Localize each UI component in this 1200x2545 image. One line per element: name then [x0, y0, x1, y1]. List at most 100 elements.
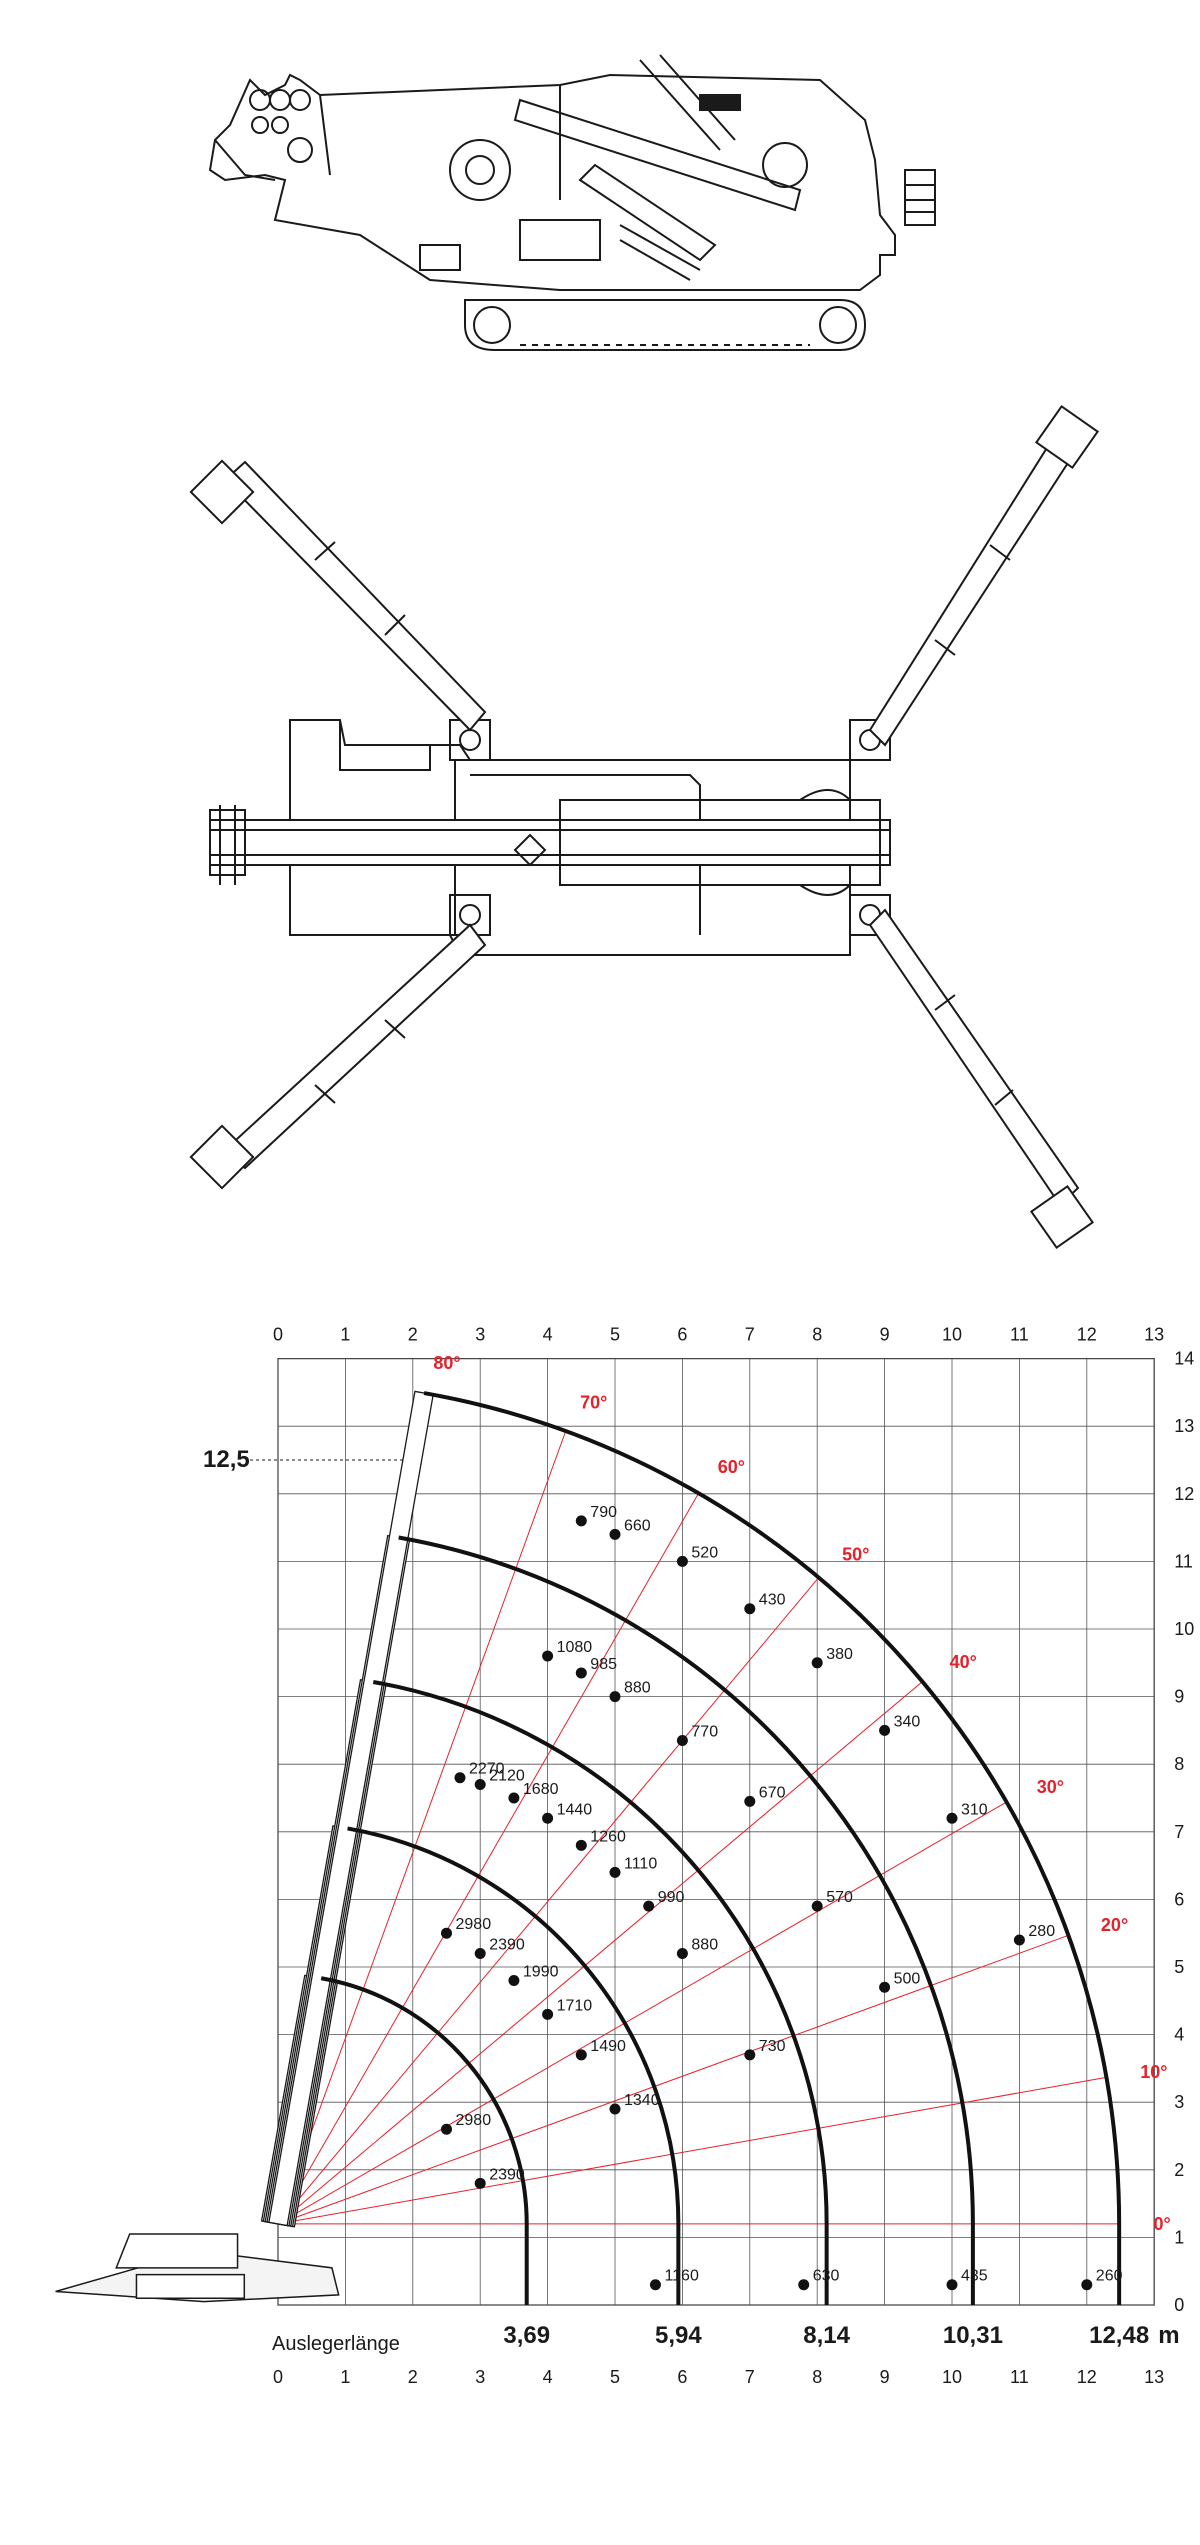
- load-point: [1081, 2279, 1093, 2291]
- load-point: [474, 1947, 486, 1959]
- x-tick-label-bottom: 4: [543, 2367, 553, 2387]
- x-tick-label-bottom: 13: [1144, 2367, 1164, 2387]
- load-value: 380: [826, 1646, 853, 1663]
- load-point: [609, 2103, 621, 2115]
- x-tick-label-top: 0: [273, 1325, 283, 1345]
- load-curve: [372, 1680, 829, 2305]
- load-value: 1160: [664, 2268, 699, 2285]
- x-tick-label-top: 7: [745, 1325, 755, 1345]
- angle-line: [277, 1934, 1069, 2225]
- load-value: 2120: [489, 1767, 525, 1784]
- load-point: [474, 2177, 486, 2189]
- boom-length-label: Auslegerlänge: [272, 2333, 400, 2355]
- load-point: [508, 1792, 520, 1804]
- load-value: 1680: [523, 1781, 559, 1798]
- crane-top-view: [189, 404, 1100, 1250]
- load-value: 670: [759, 1784, 786, 1801]
- angle-label: 70°: [580, 1393, 607, 1413]
- load-value: 1340: [624, 2092, 660, 2109]
- x-tick-label-top: 2: [408, 1325, 418, 1345]
- x-tick-label-top: 8: [812, 1325, 822, 1345]
- x-tick-label-top: 10: [942, 1325, 962, 1345]
- load-value: 570: [826, 1889, 853, 1906]
- x-tick-label-top: 13: [1144, 1325, 1164, 1345]
- x-tick-label-bottom: 1: [340, 2367, 350, 2387]
- boom-length-value: 5,94: [655, 2322, 702, 2349]
- load-point: [676, 1555, 688, 1567]
- load-curves: 298023903,692980239019901710149013401160…: [320, 1391, 1180, 2349]
- y-tick-label: 13: [1174, 1416, 1194, 1436]
- load-value: 660: [624, 1517, 651, 1534]
- angle-label: 60°: [718, 1457, 745, 1477]
- load-value: 2390: [489, 1936, 525, 1953]
- load-curve: [347, 1826, 681, 2305]
- y-tick-label: 2: [1174, 2160, 1184, 2180]
- y-tick-label: 7: [1174, 1822, 1184, 1842]
- y-tick-label: 14: [1174, 1349, 1194, 1369]
- load-value: 2270: [469, 1761, 505, 1778]
- load-value: 880: [691, 1936, 718, 1953]
- y-tick-label: 4: [1174, 2025, 1184, 2045]
- x-tick-label-bottom: 12: [1077, 2367, 1097, 2387]
- load-value: 1260: [590, 1828, 626, 1845]
- angle-line: [277, 1801, 1007, 2225]
- load-value: 435: [961, 2268, 988, 2285]
- boom-length-value: 12,48: [1089, 2322, 1149, 2349]
- y-tick-label: 9: [1174, 1687, 1184, 1707]
- y-tick-label: 8: [1174, 1754, 1184, 1774]
- load-value: 1440: [557, 1801, 593, 1818]
- angle-label: 80°: [433, 1353, 460, 1373]
- angle-line: [277, 1430, 567, 2225]
- load-point: [811, 1657, 823, 1669]
- angle-line: [277, 1493, 700, 2225]
- x-tick-label-bottom: 11: [1010, 2367, 1029, 2387]
- load-value: 730: [759, 2038, 786, 2055]
- load-value: 1990: [523, 1964, 559, 1981]
- load-value: 880: [624, 1680, 651, 1697]
- angle-line: [277, 2076, 1107, 2225]
- load-point: [1013, 1934, 1025, 1946]
- boom-length-value: 3,69: [503, 2322, 550, 2349]
- load-point: [676, 1947, 688, 1959]
- load-point: [609, 1528, 621, 1540]
- load-value: 630: [813, 2268, 840, 2285]
- load-value: 1490: [590, 2038, 626, 2055]
- load-point: [649, 2279, 661, 2291]
- load-point: [609, 1691, 621, 1703]
- max-height-marker: 12,5: [203, 1446, 250, 1473]
- y-tick-label: 1: [1174, 2227, 1184, 2247]
- y-tick-label: 10: [1174, 1619, 1194, 1639]
- x-unit: m: [1158, 2322, 1179, 2349]
- x-tick-label-bottom: 9: [880, 2367, 890, 2387]
- load-point: [744, 2049, 756, 2061]
- load-curve: [423, 1391, 1122, 2305]
- load-value: 1110: [624, 1855, 657, 1872]
- load-value: 430: [759, 1592, 786, 1609]
- x-tick-label-bottom: 8: [812, 2367, 822, 2387]
- y-tick-label: 11: [1174, 1551, 1193, 1571]
- y-tick-label: 3: [1174, 2092, 1184, 2112]
- axis-labels: 0011223344556677889910101111121213130123…: [273, 1325, 1194, 2387]
- load-point: [441, 1927, 452, 1939]
- load-point: [946, 1812, 958, 1824]
- crane-side-view: [208, 54, 936, 351]
- x-tick-label-top: 3: [475, 1325, 485, 1345]
- load-point: [441, 2123, 452, 2135]
- load-point: [643, 1900, 655, 1912]
- load-point: [946, 2279, 958, 2291]
- angle-label: 50°: [842, 1544, 869, 1564]
- x-tick-label-bottom: 6: [677, 2367, 687, 2387]
- x-tick-label-bottom: 7: [745, 2367, 755, 2387]
- x-tick-label-top: 1: [340, 1325, 350, 1345]
- load-value: 990: [658, 1889, 685, 1906]
- load-value: 770: [691, 1724, 718, 1741]
- load-point: [454, 1772, 466, 1784]
- load-value: 520: [691, 1544, 718, 1561]
- angle-label: 0°: [1153, 2214, 1170, 2234]
- load-value: 280: [1028, 1923, 1055, 1940]
- angle-line: [277, 1577, 820, 2225]
- x-tick-label-bottom: 10: [942, 2367, 962, 2387]
- x-tick-label-top: 6: [677, 1325, 687, 1345]
- x-tick-label-top: 5: [610, 1325, 620, 1345]
- x-tick-label-bottom: 3: [475, 2367, 485, 2387]
